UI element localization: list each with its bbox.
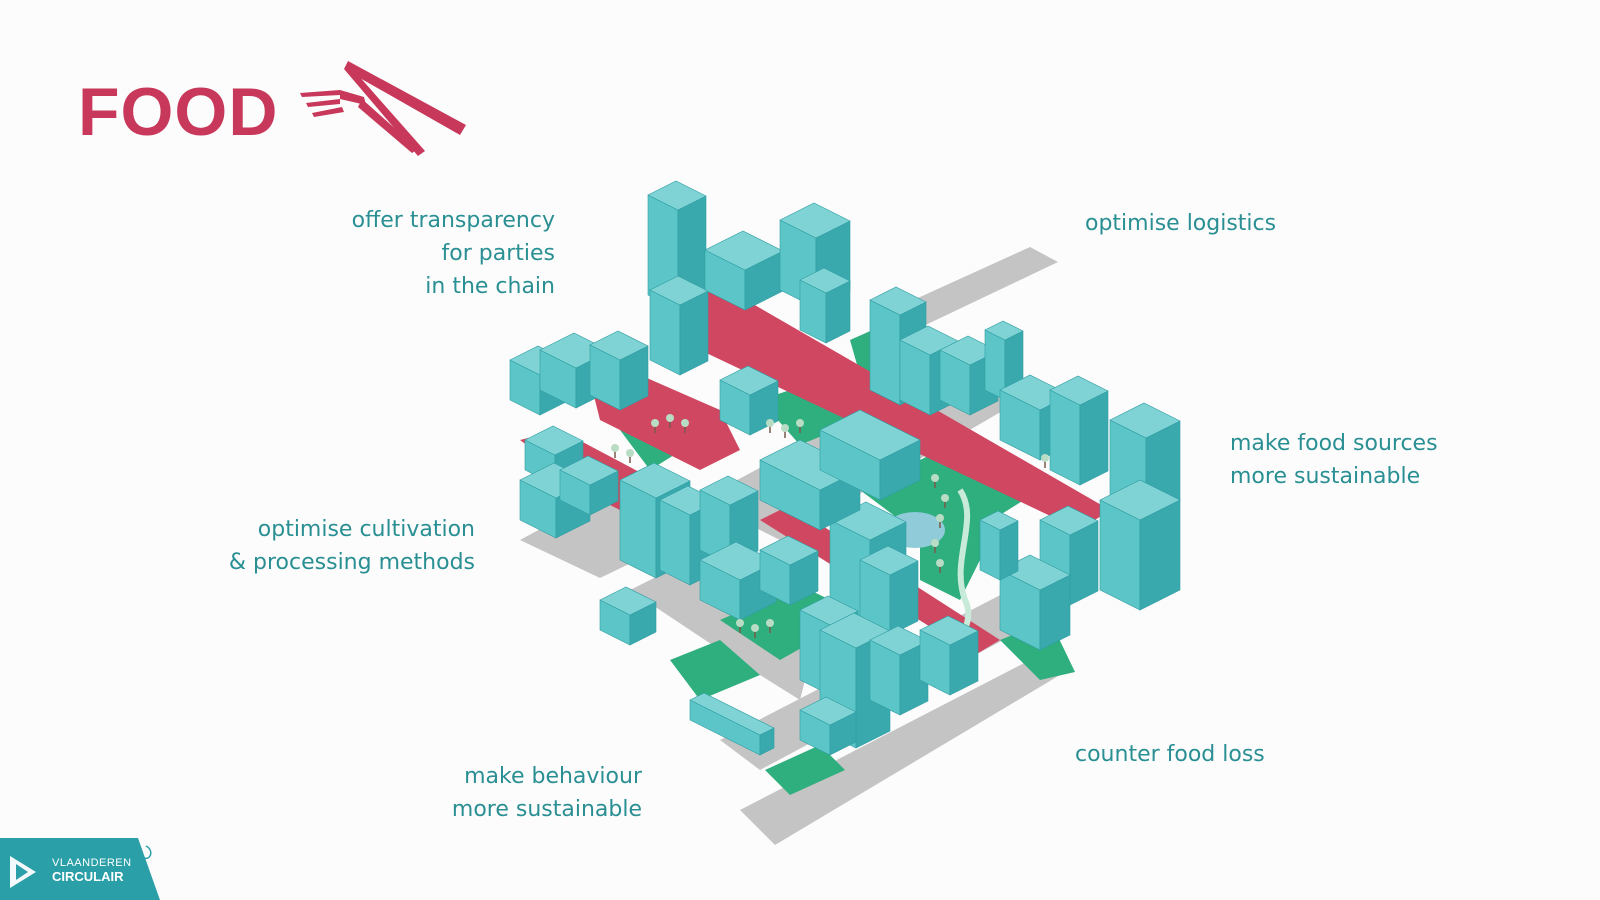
label-food-sources: make food sources more sustainable (1230, 431, 1438, 489)
tree-icon (766, 619, 774, 633)
label-logistics: optimise logistics (1085, 211, 1277, 236)
tree-icon (766, 419, 774, 433)
tree-icon (796, 419, 804, 433)
logo-text: VLAANDEREN CIRCULAIR (52, 857, 132, 884)
tree-icon (626, 449, 634, 463)
trees (611, 414, 1049, 638)
tree-icon (1041, 454, 1049, 468)
buildings (509, 180, 1181, 756)
building (819, 409, 921, 501)
lion-icon (142, 845, 152, 860)
building (599, 586, 657, 646)
tree-icon (931, 474, 939, 488)
building (919, 615, 979, 696)
building (649, 275, 709, 376)
label-food-loss: counter food loss (1075, 742, 1265, 767)
building (589, 330, 649, 411)
label-transparency: offer transparency for parties in the ch… (351, 208, 555, 299)
building (704, 230, 784, 311)
knife-icon (344, 61, 466, 156)
tree-icon (751, 624, 759, 638)
vlaanderen-circulair-logo (0, 838, 160, 900)
building (859, 545, 919, 636)
tree-icon (736, 619, 744, 633)
cutlery-icon (300, 61, 466, 156)
label-cultivation: optimise cultivation & processing method… (228, 517, 475, 575)
tree-icon (611, 444, 619, 458)
label-behaviour: make behaviour more sustainable (451, 764, 642, 822)
building (869, 625, 929, 716)
tree-icon (651, 419, 659, 433)
building (699, 541, 777, 621)
tree-icon (931, 539, 939, 553)
page-title: FOOD (78, 74, 279, 150)
building (984, 320, 1024, 401)
building (559, 455, 619, 516)
building (1099, 479, 1181, 611)
tree-icon (681, 419, 689, 433)
building (689, 692, 775, 756)
tree-icon (666, 414, 674, 428)
building (799, 696, 857, 756)
building (979, 510, 1019, 581)
tree-icon (941, 494, 949, 508)
building (1049, 375, 1109, 486)
tree-icon (936, 559, 944, 573)
building (759, 535, 819, 606)
building (799, 267, 851, 344)
tree-icon (781, 424, 789, 438)
fork-icon (300, 90, 418, 153)
tree-icon (936, 514, 944, 528)
